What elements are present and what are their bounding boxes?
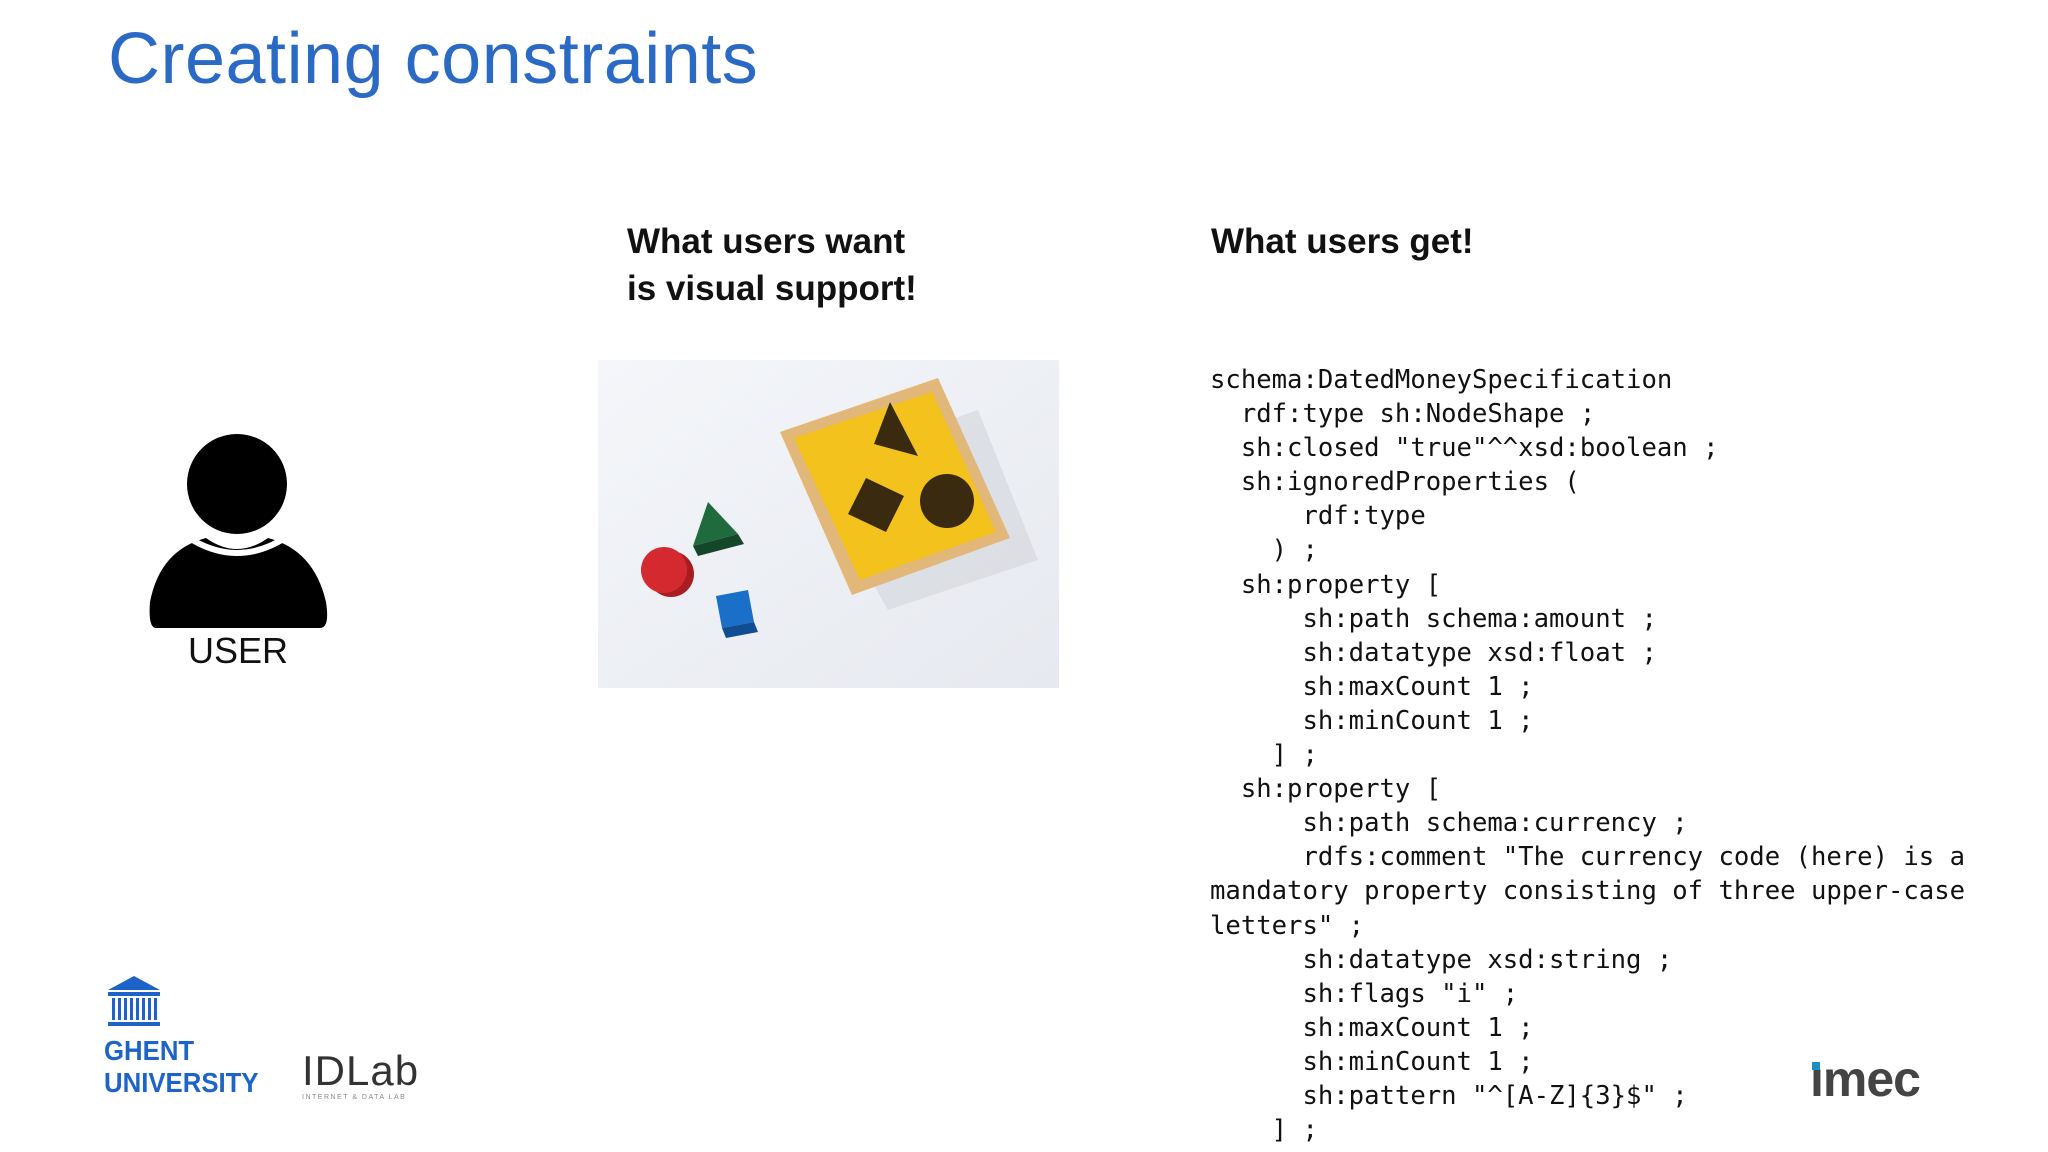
user-label: USER (187, 630, 289, 671)
want-heading-line2: is visual support! (627, 269, 917, 308)
ghent-logo-line2: UNIVERSITY (104, 1067, 259, 1098)
imec-logo-dot (1812, 1062, 1820, 1070)
user-icon (149, 434, 328, 628)
idlab-logo-subtitle: INTERNET & DATA LAB (302, 1094, 407, 1101)
shape-sorter-image (598, 360, 1059, 688)
shacl-code-block: schema:DatedMoneySpecification rdf:type … (1210, 365, 1966, 1146)
university-building-icon (108, 976, 160, 1026)
get-heading: What users get! (1211, 222, 1474, 261)
imec-logo-text: ımec (1810, 1051, 1921, 1107)
imec-logo: ımec (1810, 1050, 1921, 1108)
ghent-logo-line1: GHENT (104, 1035, 195, 1066)
idlab-logo-text: IDLab (302, 1047, 420, 1094)
want-heading: What users want is visual support! (627, 218, 917, 312)
ghent-university-logo: GHENT UNIVERSITY (104, 972, 272, 1099)
want-heading-line1: What users want (627, 222, 906, 261)
slide-title: Creating constraints (108, 19, 759, 99)
idlab-logo: IDLab INTERNET & DATA LAB (302, 1047, 420, 1102)
